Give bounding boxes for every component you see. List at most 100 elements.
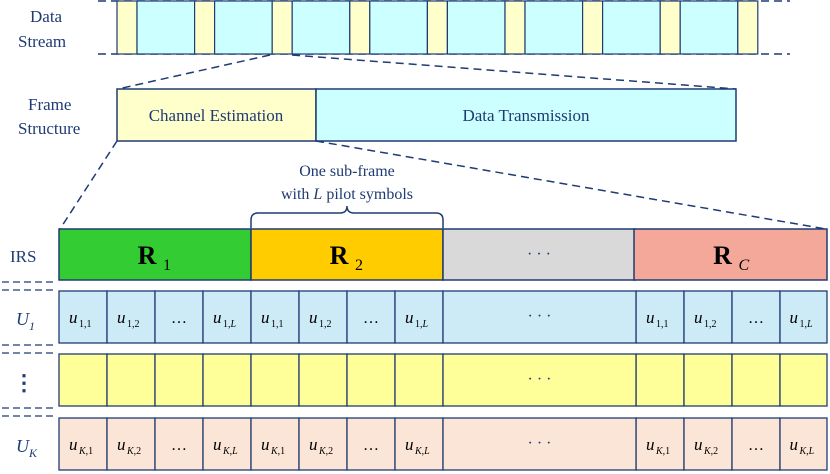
user-cell: [154, 417, 204, 471]
user-cell: [635, 353, 685, 407]
user-cell: [298, 417, 348, 471]
cell-symbol-subscript: 1,1: [79, 319, 92, 330]
user-middle-span: [442, 353, 637, 407]
cell-symbol: u: [694, 435, 703, 454]
stream-data-cell: [136, 0, 196, 55]
cell-symbol: u: [309, 435, 318, 454]
cell-symbol-subscript: K,1: [655, 446, 670, 457]
stream-pilot-cell: [504, 0, 526, 55]
stream-pilot-cell: [194, 0, 216, 55]
user-middle-span: [442, 417, 637, 471]
user-cell: [394, 290, 444, 344]
stream-data-cell: [679, 0, 739, 55]
cell-symbol-subscript: K,L: [222, 446, 238, 457]
irs-block-subscript: 2: [355, 257, 363, 274]
stream-data-cell: [369, 0, 428, 55]
user-cell: [106, 353, 156, 407]
frame-structure-label-line2: Structure: [18, 119, 80, 138]
cell-symbol: u: [69, 308, 78, 327]
user-cell: [346, 417, 396, 471]
cell-symbol: u: [790, 308, 799, 327]
subframe-note-line1: One sub-frame: [299, 163, 395, 180]
cell-ellipsis: …: [748, 437, 764, 454]
cell-ellipsis: …: [363, 310, 379, 327]
user-cell: [346, 353, 396, 407]
cell-symbol-subscript: K,L: [414, 446, 430, 457]
stream-pilot-cell: [271, 0, 293, 55]
irs-row-label: IRS: [10, 247, 36, 266]
user-cell: [250, 353, 300, 407]
user-row-label: U: [16, 309, 30, 329]
irs-block-label: R: [330, 241, 349, 270]
cell-symbol-subscript: K,L: [799, 446, 815, 457]
stream-pilot-cell: [659, 0, 681, 55]
cell-symbol-subscript: K,2: [318, 446, 333, 457]
cell-ellipsis: …: [363, 437, 379, 454]
user-row-vertical-ellipsis: ⋮: [13, 370, 35, 395]
user-row-label: U: [16, 436, 30, 456]
user-cell: [298, 290, 348, 344]
irs-block-subscript: C: [739, 257, 750, 274]
user-cell: [58, 290, 108, 344]
cell-symbol-subscript: 1,2: [319, 319, 332, 330]
cell-symbol: u: [213, 308, 222, 327]
user-middle-span: [442, 290, 637, 344]
cell-symbol-subscript: 1,L: [415, 319, 429, 330]
cell-symbol: u: [117, 308, 126, 327]
frame-structure-label-line1: Frame: [28, 95, 71, 114]
cell-symbol: u: [405, 308, 414, 327]
frame: Channel Estimation Data Transmission: [116, 88, 737, 142]
data-transmission-block: [315, 88, 737, 142]
cell-symbol: u: [69, 435, 78, 454]
user-cell: [683, 290, 733, 344]
cell-symbol-subscript: 1,2: [704, 319, 717, 330]
cell-symbol: u: [117, 435, 126, 454]
user-cell: [731, 290, 781, 344]
zoom-line-right-2: [315, 140, 827, 230]
cell-symbol-subscript: 1,2: [127, 319, 140, 330]
user-cell: [250, 417, 300, 471]
cell-symbol-subscript: 1,1: [656, 319, 669, 330]
data-transmission-label: Data Transmission: [462, 106, 590, 125]
stream-data-cell: [291, 0, 351, 55]
user-middle-ellipsis: · · ·: [528, 308, 552, 325]
user-cell: [394, 353, 444, 407]
stream-pilot-cell: [426, 0, 448, 55]
user-cell: [250, 290, 300, 344]
stream-data-cell: [214, 0, 273, 55]
cell-symbol-subscript: 1,1: [271, 319, 284, 330]
cell-symbol: u: [405, 435, 414, 454]
user-cell: [779, 417, 828, 471]
user-cell: [202, 353, 252, 407]
stream-pilot-cell: [581, 0, 604, 55]
user-cell: [779, 290, 828, 344]
user-cell: [346, 290, 396, 344]
user-cell: [58, 417, 108, 471]
row-separators: [2, 281, 56, 417]
user-cell: [154, 353, 204, 407]
stream-pilot-cell: [349, 0, 371, 55]
cell-ellipsis: …: [748, 310, 764, 327]
user-cell: [106, 417, 156, 471]
user-row-label-subscript: K: [28, 446, 38, 460]
user-cell: [731, 353, 781, 407]
user-middle-ellipsis: · · ·: [528, 371, 552, 388]
cell-symbol: u: [309, 308, 318, 327]
stream-data-cell: [524, 0, 584, 55]
irs-block-4: [633, 228, 828, 281]
user-cell: [202, 417, 252, 471]
cell-symbol: u: [261, 435, 270, 454]
cell-ellipsis: …: [171, 437, 187, 454]
user-cell: [394, 417, 444, 471]
cell-ellipsis: …: [171, 310, 187, 327]
cell-symbol: u: [694, 308, 703, 327]
cell-symbol: u: [261, 308, 270, 327]
user-row-label-subscript: 1: [29, 319, 35, 333]
cell-symbol: u: [646, 308, 655, 327]
irs-block-ellipsis: · · ·: [527, 246, 551, 263]
channel-estimation-block: [116, 88, 317, 142]
